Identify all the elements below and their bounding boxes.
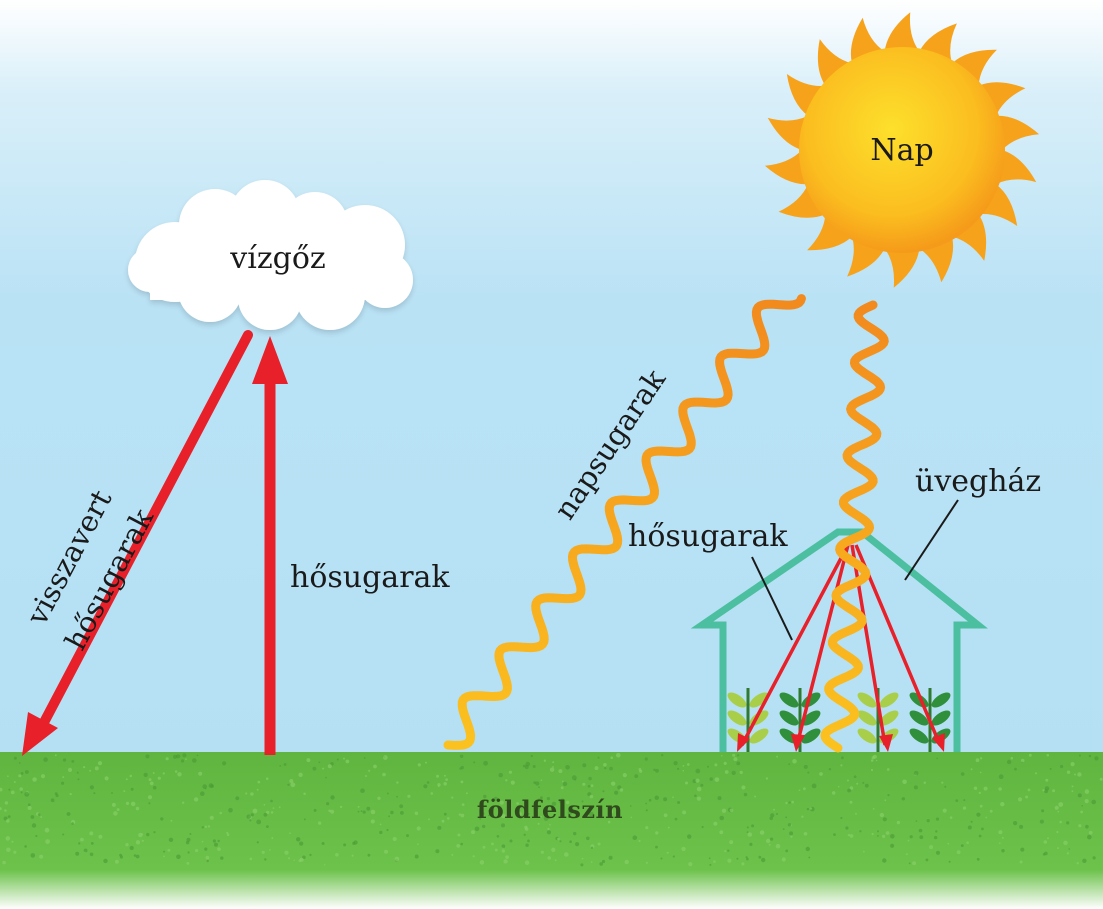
ground-label: földfelszín bbox=[477, 795, 623, 824]
sun-icon bbox=[764, 12, 1040, 288]
ground bbox=[0, 752, 1103, 909]
upward-heat-arrow bbox=[252, 336, 288, 755]
greenhouse-icon bbox=[690, 528, 988, 752]
sun-label: Nap bbox=[870, 133, 933, 168]
reflected-heat-arrow bbox=[22, 330, 253, 756]
sun-ray-vertical bbox=[820, 300, 889, 753]
cloud-icon bbox=[128, 180, 413, 330]
sun-ray-diagonal bbox=[443, 294, 806, 750]
heat-rays-label: hősugarak bbox=[290, 560, 450, 595]
greenhouse-heat-arrowheads bbox=[737, 733, 945, 752]
greenhouse-leader-line bbox=[904, 499, 959, 581]
heat-rays-leader-line bbox=[751, 556, 793, 641]
ground-texture bbox=[0, 753, 1103, 867]
greenhouse-label: üvegház bbox=[915, 464, 1041, 499]
cloud-label: vízgőz bbox=[229, 241, 325, 276]
greenhouse-heat-rays-label: hősugarak bbox=[628, 519, 788, 554]
